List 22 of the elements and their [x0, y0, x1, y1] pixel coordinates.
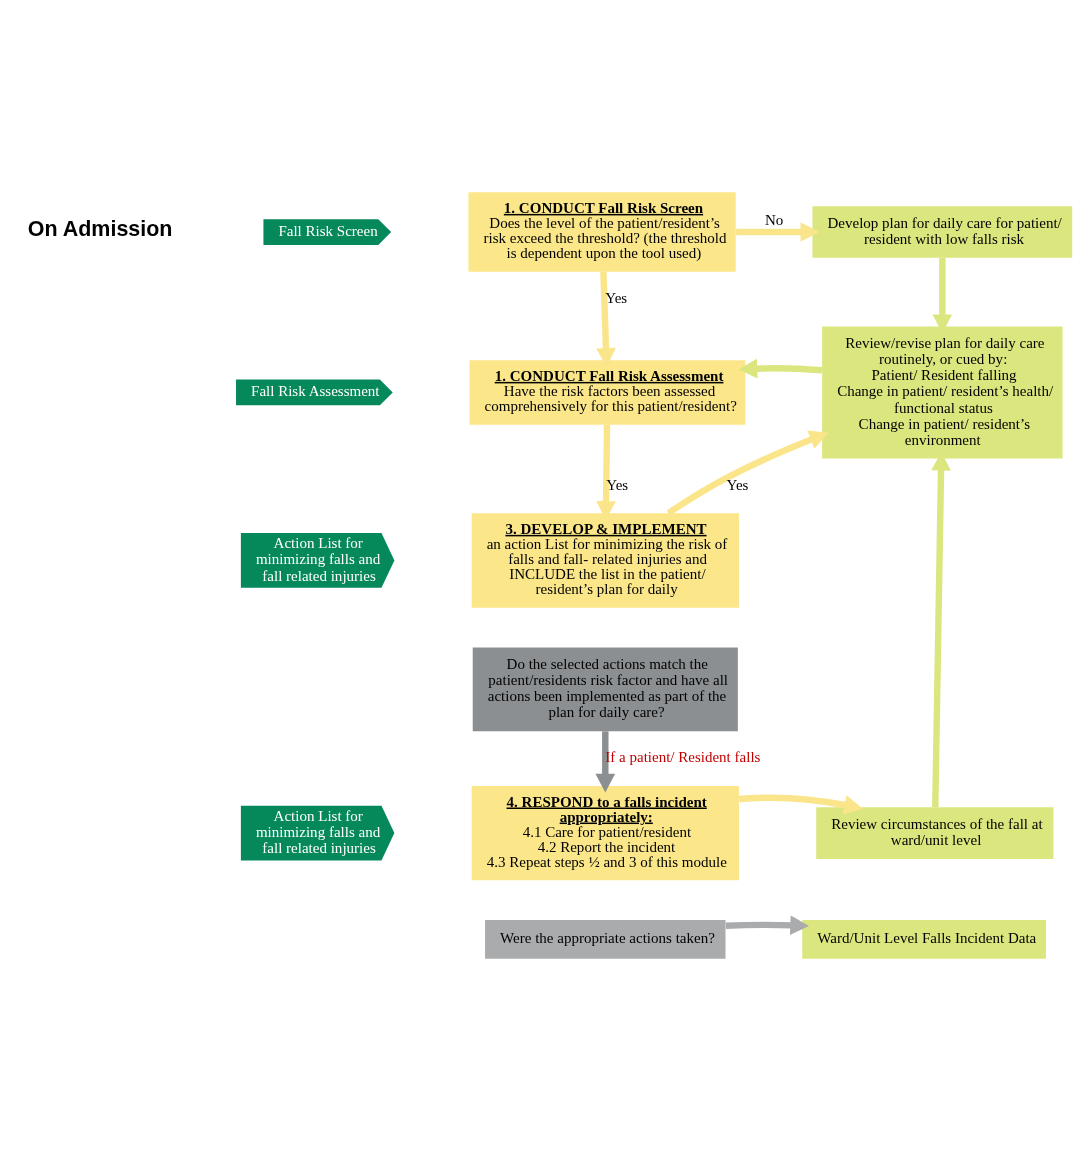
label: On Admission: [27, 217, 173, 242]
edge-label: Yes: [605, 290, 628, 307]
arrow: [666, 430, 829, 516]
node-box: Ward/Unit Level Falls Incident Data: [802, 920, 1046, 959]
node-box: Develop plan for daily care for patient/ resident with low falls risk: [812, 206, 1073, 258]
node-box: Review circumstances of the fall at ward/unit level: [816, 807, 1054, 859]
edge-label: Yes: [726, 476, 749, 493]
node-box: 4. RESPOND to a falls incident appropriately: 4.1 Care for patient/resident 4.2 Report the incident 4.3 Repeat steps ½ and 3 of this module: [471, 785, 739, 881]
edge-label: No: [764, 211, 784, 228]
edge-label: Yes: [606, 476, 629, 493]
node-box: 1. CONDUCT Fall Risk Screen Does the level of the patient/resident’s risk exceed the threshold? (the threshold is dependent upon the tool used): [468, 192, 736, 272]
node-box: Review/revise plan for daily care routinely, or cued by: Patient/ Resident falling Change in patient/ resident’s health/ functional status Change in patient/ resident’s environment: [822, 326, 1063, 459]
arrow: [736, 222, 820, 242]
node-box: 1. CONDUCT Fall Risk Assessment Have the risk factors been assessed comprehensively for this patient/resident?: [469, 360, 746, 425]
arrow: [738, 794, 863, 815]
edge-label: If a patient/ Resident falls: [605, 749, 761, 766]
arrow: [738, 358, 823, 379]
node-box: Were the appropriate actions taken?: [485, 920, 726, 959]
arrow: [725, 915, 809, 936]
node-box: Do the selected actions match the patient/residents risk factor and have all actions been implemented as part of the plan for daily care?: [472, 647, 738, 732]
node-box: 3. DEVELOP & IMPLEMENT an action List for minimizing the risk of falls and fall- related injuries and INCLUDE the list in the patient/ resident’s plan for daily: [471, 513, 739, 608]
arrow: [595, 731, 616, 793]
